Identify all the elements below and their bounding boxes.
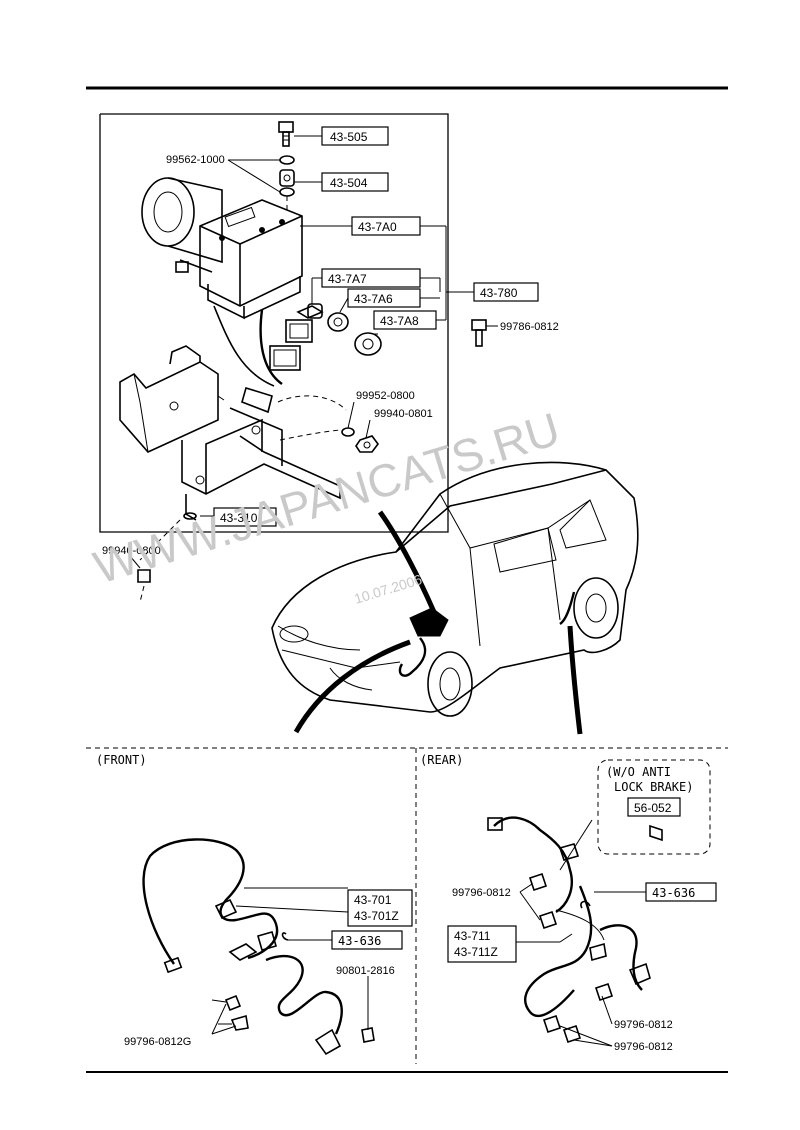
bolt-99786-0812 — [471, 319, 487, 347]
watermark-date: 10.07.2006 — [352, 571, 424, 607]
pointer-front — [293, 639, 411, 734]
part-43-701: 43-701 — [354, 893, 392, 907]
wo-abs-box — [597, 759, 711, 855]
part-43-636-rear: 43-636 — [652, 886, 695, 900]
part-99940-0801: 99940-0801 — [374, 408, 433, 420]
part-99562-1000: 99562-1000 — [166, 154, 225, 166]
label-box-43-636-front — [331, 930, 403, 950]
part-43-7A6: 43-7A6 — [354, 292, 393, 306]
label-box-43-310 — [213, 507, 277, 527]
part-43-504: 43-504 — [330, 176, 368, 190]
pointer-unit — [377, 510, 437, 614]
label-box-43-711 — [447, 925, 517, 963]
wo-abs-line1: (W/O ANTI — [606, 765, 671, 779]
label-box-43-7A7 — [321, 268, 421, 288]
label-box-56-052 — [627, 797, 681, 817]
hydraulic-block — [175, 199, 303, 320]
bolt-43-505 — [278, 121, 294, 147]
part-99796-0812G: 99796-0812G — [124, 1036, 191, 1048]
connector-43-7A6 — [327, 312, 349, 332]
plug-56-052 — [649, 824, 663, 842]
harness-connector — [213, 305, 313, 387]
part-99796-0812-rear-a: 99796-0812 — [452, 887, 511, 899]
part-43-701Z: 43-701Z — [354, 909, 399, 923]
washer-99952 — [341, 427, 355, 437]
nut-99940-0801 — [355, 435, 379, 453]
pump-motor — [141, 177, 223, 273]
part-43-310: 43-310 — [220, 511, 258, 525]
solenoid-43-7A7 — [296, 303, 324, 319]
hydraulic-unit-panel — [99, 113, 498, 533]
label-box-43-780 — [473, 282, 539, 302]
nut-99940-0800 — [137, 569, 151, 583]
part-43-7A7: 43-7A7 — [328, 272, 367, 286]
front-abs-sensor — [142, 838, 375, 1056]
part-90801-2816: 90801-2816 — [336, 965, 395, 977]
label-box-43-701 — [347, 889, 413, 927]
part-99796-0812-rear-b: 99796-0812 — [614, 1019, 673, 1031]
label-box-43-505 — [321, 126, 389, 146]
label-box-43-7A8 — [373, 310, 437, 330]
part-99796-0812-rear-c: 99796-0812 — [614, 1041, 673, 1053]
label-box-43-636-rear — [645, 882, 717, 902]
label-box-43-504 — [321, 172, 389, 192]
fitting-43-504 — [279, 169, 295, 187]
watermark: WWW.JAPANCATS.RU — [88, 402, 566, 593]
label-box-43-7A6 — [347, 288, 421, 308]
part-43-711Z: 43-711Z — [454, 945, 498, 959]
part-43-7A8: 43-7A8 — [380, 314, 419, 328]
bracket-43-310 — [119, 345, 341, 521]
washer — [279, 187, 295, 197]
part-99940-0800: 99940-0800 — [102, 545, 161, 557]
section-rear-label: (REAR) — [420, 753, 463, 767]
part-43-505: 43-505 — [330, 130, 368, 144]
section-front-label: (FRONT) — [96, 753, 147, 767]
pointer-rear — [567, 625, 583, 735]
part-56-052: 56-052 — [634, 801, 672, 815]
part-99952-0800: 99952-0800 — [356, 390, 415, 402]
part-43-780: 43-780 — [480, 286, 518, 300]
rear-abs-sensor — [487, 759, 711, 1047]
connector-43-7A8 — [354, 332, 382, 356]
dashed-leader — [139, 519, 181, 561]
part-43-636-front: 43-636 — [338, 934, 381, 948]
part-43-7A0: 43-7A0 — [358, 220, 397, 234]
washer — [279, 155, 295, 165]
part-43-711: 43-711 — [454, 929, 491, 943]
label-box-43-7A0 — [351, 216, 421, 236]
part-99786-0812: 99786-0812 — [500, 321, 559, 333]
wo-abs-line2: LOCK BRAKE) — [614, 780, 693, 794]
